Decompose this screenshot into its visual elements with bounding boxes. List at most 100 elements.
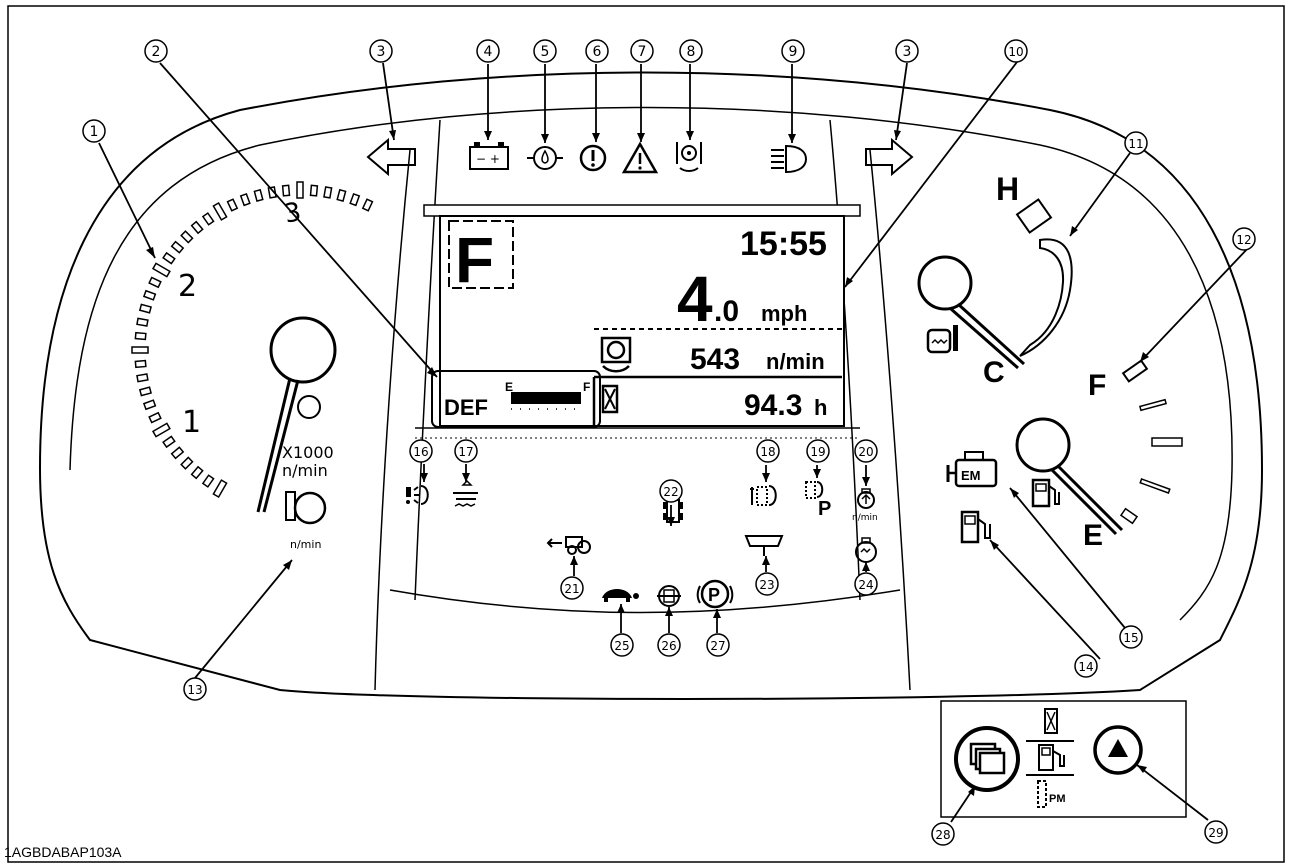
display-select-button[interactable] — [954, 726, 1020, 792]
temp-hot-mark: H — [996, 171, 1019, 207]
def-empty-mark: E — [505, 380, 513, 394]
callout-circle — [756, 439, 780, 463]
fuel-pump-icon — [1031, 478, 1060, 508]
tach-tick — [336, 188, 347, 202]
left-turn-signal-icon — [366, 137, 416, 177]
lcd-speed-decimal: .0 — [714, 295, 739, 328]
leader-lines — [98, 61, 1251, 823]
pm-label: PM — [1049, 793, 1066, 805]
tach-tick — [226, 198, 239, 212]
tach-tick — [148, 411, 162, 424]
callout-circle — [560, 576, 584, 600]
tach-tick — [349, 192, 361, 207]
tach-tick — [180, 456, 194, 470]
callout-number: 1 — [90, 124, 99, 140]
callout-number: 15 — [1123, 631, 1138, 645]
callout-number: 13 — [187, 683, 202, 697]
tach-tick — [170, 446, 185, 460]
lcd-pto-unit: n/min — [766, 349, 825, 374]
callout-number: 29 — [1208, 826, 1223, 840]
def-warning-icon — [453, 479, 478, 507]
callout-circle — [585, 39, 609, 63]
tach-tick — [136, 373, 149, 383]
engine-overspeed-unit: n/min — [852, 513, 878, 523]
parked-regeneration-icon: P — [805, 481, 831, 520]
callout-circle — [1004, 39, 1028, 63]
turtle-slow-speed-icon — [602, 589, 639, 602]
tach-tick — [142, 399, 157, 411]
brake-oil-icon — [855, 537, 877, 563]
temp-scale-arc — [1019, 238, 1073, 357]
display-screens-icon — [969, 742, 1006, 775]
tach-tick — [190, 465, 204, 480]
callout-circle — [476, 39, 500, 63]
pm-accumulation-icon: PM — [1037, 780, 1066, 808]
callout-circle — [854, 439, 878, 463]
callout-number: 4 — [484, 44, 493, 60]
callout-circle — [369, 39, 393, 63]
callout-circle — [659, 479, 683, 503]
def-level-bar — [511, 392, 581, 404]
callout-number: 14 — [1078, 660, 1093, 674]
callout-circle — [144, 39, 168, 63]
callout-number: 11 — [1128, 137, 1143, 151]
callout-number: 20 — [858, 445, 873, 459]
callout-number: 23 — [759, 578, 774, 592]
up-button[interactable] — [1093, 725, 1143, 775]
tach-tick — [170, 240, 185, 254]
hour-meter-icon — [1044, 708, 1058, 734]
callout-circle — [806, 439, 830, 463]
temp-needle — [956, 302, 1026, 366]
tach-tick — [134, 359, 147, 369]
temp-needle-hub — [917, 255, 973, 311]
tach-tick — [201, 212, 215, 226]
def-full-mark: F — [583, 380, 590, 394]
right-cowl-line — [869, 149, 911, 691]
tachometer-ticks — [131, 181, 374, 499]
tach-tick — [361, 198, 374, 212]
tach-needle — [256, 377, 292, 513]
callout-circle — [931, 822, 955, 846]
callout-circle — [755, 572, 779, 596]
tach-tick — [239, 192, 251, 207]
callout-circle — [1204, 820, 1228, 844]
dashboard-outline — [38, 71, 1264, 700]
callout-circle — [454, 439, 478, 463]
tach-tick — [180, 230, 194, 244]
callout-circle — [679, 39, 703, 63]
tach-tick — [151, 422, 171, 438]
callout-number: 8 — [687, 44, 696, 60]
callout-number: 16 — [413, 445, 428, 459]
tach-tick — [148, 276, 162, 289]
lcd-gear: F — [455, 224, 494, 296]
tach-tick — [162, 251, 176, 265]
tach-tick — [151, 262, 171, 278]
callout-number: 25 — [614, 639, 629, 653]
fuel-consumption-icon — [1038, 744, 1065, 771]
callout-circle — [781, 39, 805, 63]
tach-tick — [309, 184, 319, 197]
callout-number: 2 — [152, 44, 161, 60]
tach-tick — [296, 181, 304, 199]
callout-number: 26 — [661, 639, 676, 653]
def-label: DEF — [444, 395, 488, 420]
tach-label-2: 2 — [178, 269, 197, 304]
figure-frame — [7, 5, 1285, 863]
callout-circle — [82, 119, 106, 143]
tach-tick — [267, 186, 277, 199]
tach-tick — [281, 184, 291, 197]
oil-pressure-icon — [527, 146, 563, 170]
tach-tick — [201, 474, 215, 488]
engine-speed-icon-unit: n/min — [290, 538, 321, 551]
callout-circle — [657, 633, 681, 657]
lcd-screen — [439, 215, 845, 427]
engine-speed-icon: n/min — [285, 395, 327, 551]
callout-circle — [1074, 654, 1098, 678]
callout-circle — [409, 439, 433, 463]
headlight-icon — [771, 144, 808, 174]
lcd-time: 15:55 — [740, 225, 827, 263]
fuel-needle-hub — [1015, 417, 1071, 473]
